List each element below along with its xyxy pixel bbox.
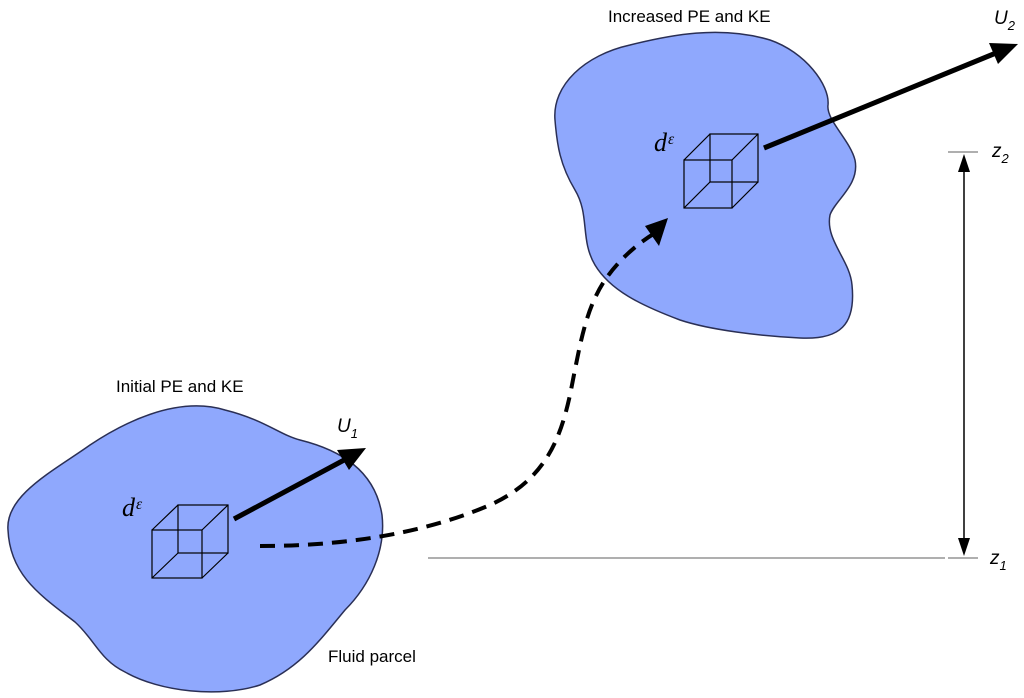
volume-element-cube-icon: [683, 133, 759, 209]
trajectory-arrowhead: [645, 218, 668, 246]
z2-subscript: 2: [1001, 151, 1010, 166]
volume-element-cube-icon: [151, 504, 229, 579]
volume-element-label-initial: dᵋ: [122, 493, 143, 522]
velocity-u2-symbol: U: [994, 8, 1008, 29]
volume-element-label-final: dᵋ: [654, 128, 675, 157]
velocity-u1-arrowhead: [337, 448, 366, 470]
velocity-u1-symbol: U: [337, 416, 351, 437]
z2-symbol: z: [991, 141, 1002, 162]
z2-label: z2: [991, 141, 1010, 166]
z1-symbol: z: [989, 548, 1000, 569]
fluid-parcel-final-blob: [554, 31, 857, 339]
velocity-vector-u1: [232, 456, 348, 522]
z1-subscript: 1: [1000, 558, 1007, 573]
height-arrowhead-top: [958, 154, 970, 172]
velocity-u1-label: U1: [337, 416, 358, 441]
fluid-parcel-label: Fluid parcel: [328, 647, 416, 666]
velocity-u1-subscript: 1: [351, 426, 358, 441]
velocity-u2-label: U2: [994, 8, 1016, 33]
velocity-u2-subscript: 2: [1007, 18, 1016, 33]
fluid-parcel-initial-blob: [7, 405, 384, 693]
height-arrowhead-bottom: [958, 538, 970, 556]
initial-state-label: Initial PE and KE: [116, 377, 244, 396]
final-state-label: Increased PE and KE: [608, 7, 771, 26]
z1-label: z1: [989, 548, 1007, 573]
velocity-u2-arrowhead: [989, 43, 1018, 64]
velocity-vector-u2: [763, 50, 997, 151]
parcel-trajectory-dashed-path: [259, 231, 657, 548]
